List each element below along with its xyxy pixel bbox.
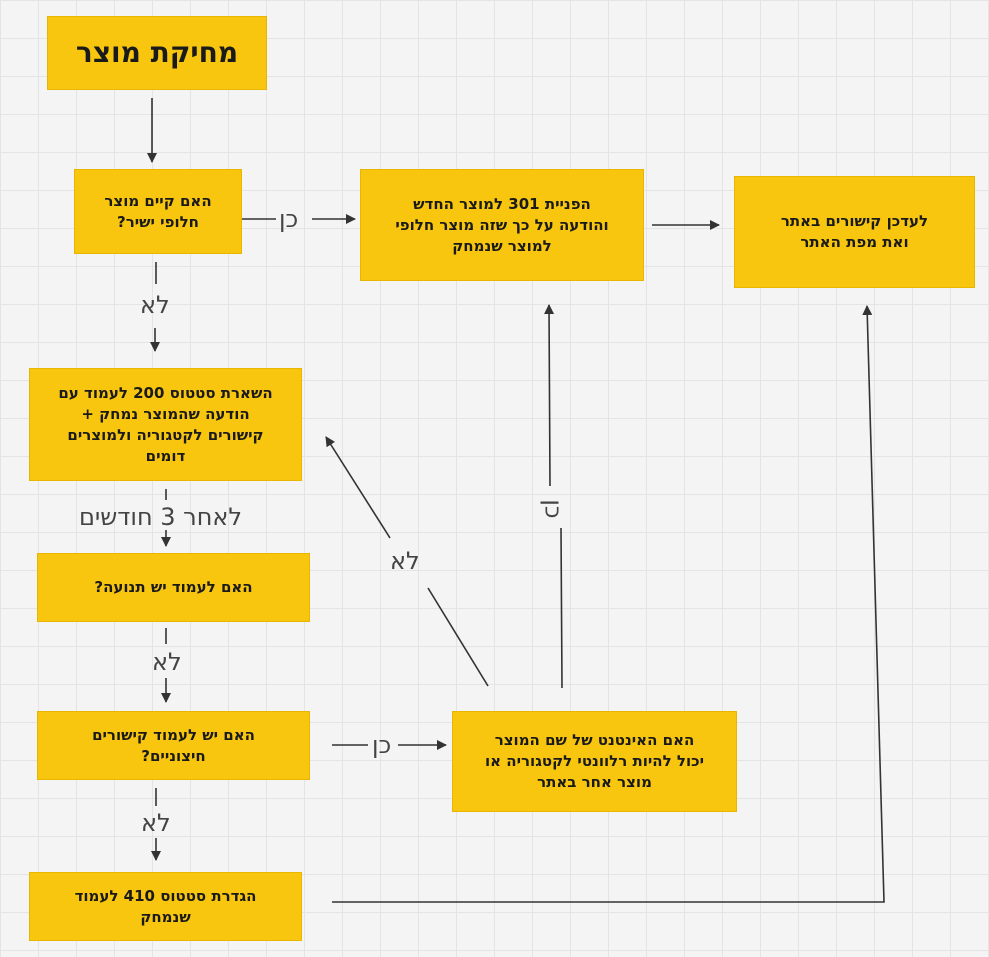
label-after-3-months: לאחר 3 חודשים [79, 503, 243, 531]
arrow-410-to-update [332, 305, 885, 903]
node-intent-relevant: האם האינטנט של שם המוצר יכול להיות רלוונ… [452, 711, 737, 812]
arrow-intent-yes-lower [560, 527, 563, 689]
label-no-links: לא [141, 809, 171, 837]
node-keep-status-200: השארת סטטוס 200 לעמוד עם הודעה שהמוצר נמ… [29, 368, 302, 481]
label-yes-intent-redirect: כן [539, 499, 568, 519]
node-redirect-301: הפניית 301 למוצר החדש והודעה על כך שזה מ… [360, 169, 644, 281]
label-no-intent: לא [390, 547, 420, 575]
node-alternative-exists: האם קיים מוצר חלופי ישיר? [74, 169, 242, 254]
node-has-traffic: האם לעמוד יש תנועה? [37, 553, 310, 622]
arrow-intent-no-upper [325, 436, 391, 539]
arrow-intent-yes-upper [544, 304, 555, 487]
node-set-status-410: הגדרת סטטוס 410 לעמוד שנמחק [29, 872, 302, 941]
label-yes-intent: כן [372, 731, 392, 759]
arrow-intent-no-lower [427, 587, 489, 687]
label-no-traffic: לא [152, 648, 182, 676]
node-delete-product: מחיקת מוצר [47, 16, 267, 90]
node-update-links: לעדכן קישורים באתר ואת מפת האתר [734, 176, 975, 288]
node-external-links: האם יש לעמוד קישורים חיצוניים? [37, 711, 310, 780]
label-no-keep: לא [140, 291, 170, 319]
label-yes-redirect: כן [279, 205, 299, 233]
